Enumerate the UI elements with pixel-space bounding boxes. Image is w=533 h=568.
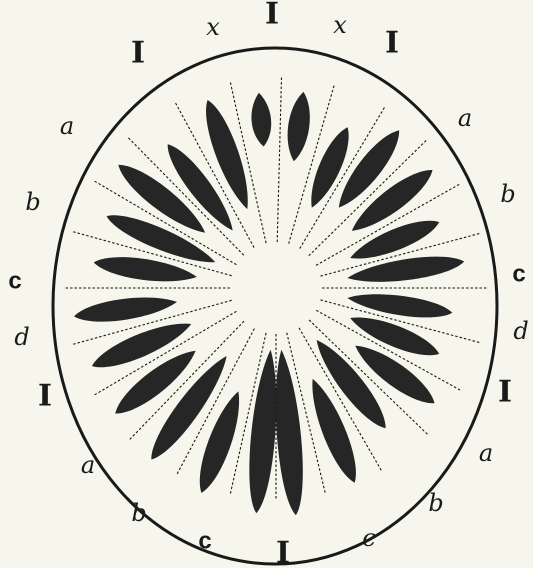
label-b-lower-right: b	[428, 489, 443, 517]
label-I-top: I	[265, 0, 279, 32]
label-c-bottom-left: c	[198, 528, 211, 555]
label-c-bottom-right: c	[362, 524, 375, 552]
label-I-bottom: I	[276, 536, 290, 568]
label-b-upper-right: b	[500, 180, 515, 208]
label-a-upper-right: a	[458, 104, 472, 132]
label-a-lower-left: a	[81, 451, 95, 479]
label-d-right: d	[513, 317, 528, 345]
label-I-upper-left: I	[131, 36, 145, 71]
label-x-left: x	[206, 13, 220, 41]
label-d-left: d	[14, 323, 29, 351]
label-a-lower-right: a	[479, 439, 493, 467]
label-b-upper-left: b	[25, 188, 40, 216]
label-I-lower-right: I	[498, 375, 512, 410]
label-b-lower-left: b	[131, 499, 146, 527]
label-I-lower-left: I	[38, 379, 52, 414]
label-x-right: x	[333, 11, 347, 39]
label-a-upper-left: a	[60, 112, 74, 140]
label-c-right: c	[512, 261, 525, 288]
label-c-left: c	[8, 268, 21, 295]
label-I-upper-right: I	[385, 26, 399, 61]
